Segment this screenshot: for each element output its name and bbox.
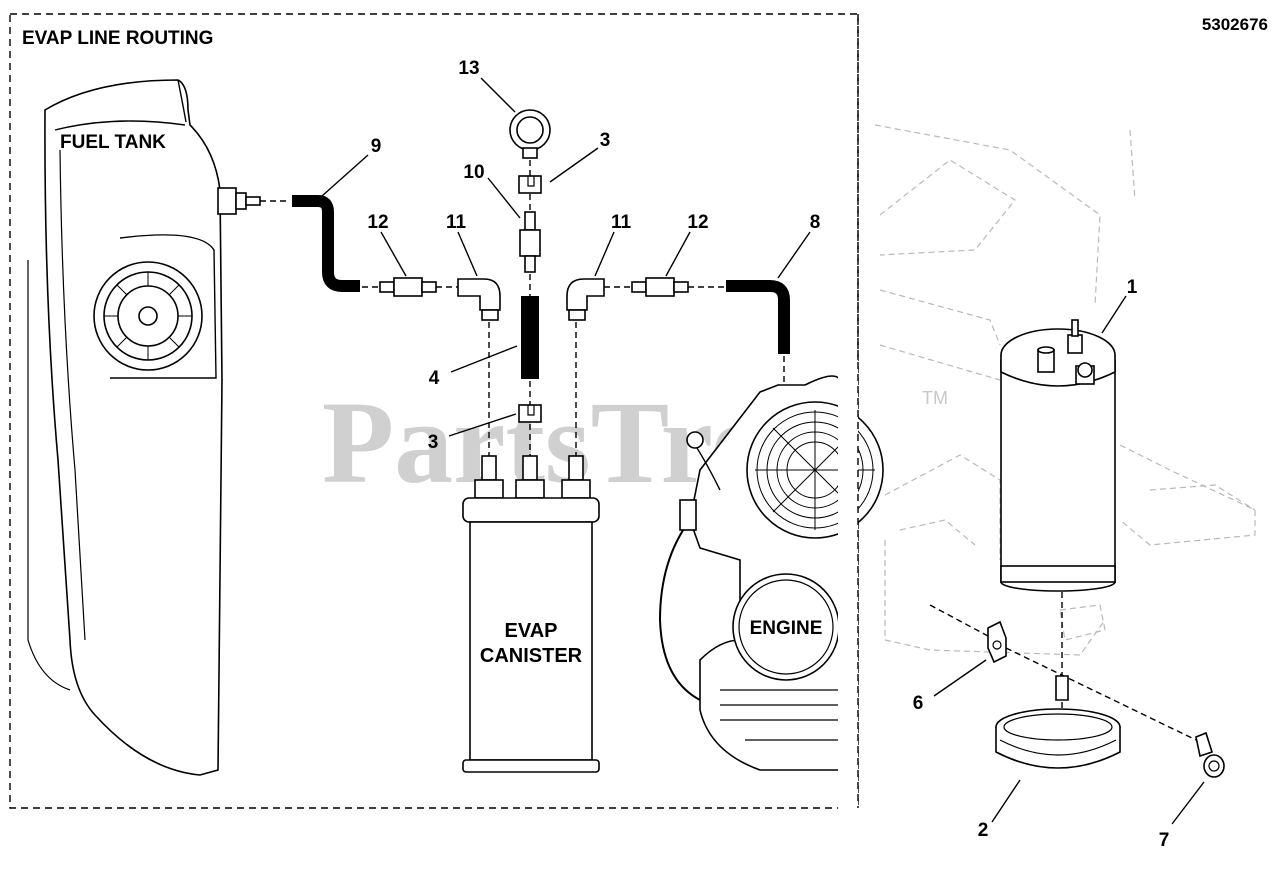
canister-label-line1: EVAP — [505, 620, 558, 642]
callout-8: 8 — [810, 212, 821, 233]
callout-12-right: 12 — [687, 212, 708, 233]
callout-7: 7 — [1159, 830, 1170, 851]
callout-10: 10 — [463, 162, 484, 183]
connector-12-left — [379, 277, 437, 297]
callout-11-right: 11 — [611, 212, 632, 233]
elbow-11-left — [457, 278, 501, 321]
cap-13 — [509, 109, 551, 159]
callout-9: 9 — [371, 136, 382, 157]
nut-6 — [987, 620, 1007, 664]
callout-3-bottom: 3 — [428, 432, 439, 453]
diagram-number: 5302676 — [1202, 15, 1268, 34]
section-title: EVAP LINE ROUTING — [22, 28, 213, 49]
leader-lines — [321, 77, 1205, 825]
clip-3-top — [518, 175, 542, 194]
engine: ENGINE — [658, 375, 884, 771]
evap-canister: EVAP CANISTER — [462, 455, 600, 773]
canister-assembly-1 — [1000, 319, 1116, 592]
hose-8 — [726, 280, 790, 354]
callout-6: 6 — [913, 693, 924, 714]
callout-4: 4 — [429, 368, 440, 389]
connector-12-right — [631, 277, 689, 297]
callout-2: 2 — [978, 820, 989, 841]
fuel-tank-label: FUEL TANK — [60, 132, 166, 153]
callouts: 13 3 10 9 12 11 11 12 8 4 3 1 6 2 7 — [367, 58, 1169, 851]
callout-11-left: 11 — [446, 212, 467, 233]
callout-3-top: 3 — [600, 130, 611, 151]
elbow-11-right — [566, 278, 605, 321]
watermark-trademark: TM — [922, 388, 948, 408]
mounting-strap-2 — [995, 675, 1121, 769]
hose-4 — [521, 296, 539, 379]
chassis-ghost-outline — [874, 124, 1256, 656]
fuel-tank: FUEL TANK — [27, 79, 261, 776]
callout-12-left: 12 — [367, 212, 388, 233]
callout-1: 1 — [1127, 277, 1138, 298]
hose-9 — [292, 195, 360, 292]
engine-label: ENGINE — [750, 618, 823, 639]
canister-label-line2: CANISTER — [480, 645, 583, 667]
screw-7 — [1195, 731, 1225, 778]
callout-13: 13 — [458, 58, 479, 79]
section-frame — [9, 13, 859, 809]
tee-10 — [519, 211, 541, 273]
clip-3-bottom — [518, 404, 542, 423]
